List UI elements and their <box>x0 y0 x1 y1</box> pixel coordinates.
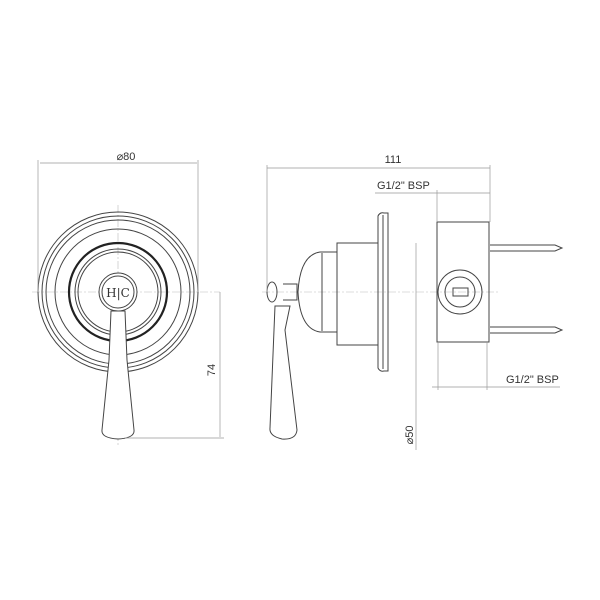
lever-handle <box>101 310 135 440</box>
inlet-port <box>437 269 483 315</box>
valve-body <box>336 242 379 346</box>
mounting-bracket <box>436 221 490 343</box>
body-diameter-label: ⌀50 <box>404 426 416 445</box>
hub-inner <box>101 275 135 309</box>
wall-flange <box>377 212 389 372</box>
hub-marking: H|C <box>106 286 130 300</box>
inlet-port-inner <box>444 276 476 308</box>
side-view: 111 G1/2" BSP G1/2" BSP ⌀50 <box>262 154 564 450</box>
mounting-pin-top <box>490 244 564 252</box>
mounting-pin-bottom <box>490 326 564 334</box>
length-label: 111 <box>385 154 402 166</box>
lever-handle-side <box>269 305 298 440</box>
diameter-label: ⌀80 <box>117 151 136 163</box>
inlet-bottom-label: G1/2" BSP <box>506 374 559 386</box>
lever-stem <box>283 283 298 301</box>
inlet-top-label: G1/2" BSP <box>377 180 430 192</box>
dome-cover <box>297 251 337 333</box>
height-label: 74 <box>206 364 218 376</box>
port-slot <box>452 287 469 297</box>
front-view: H|C ⌀80 74 <box>32 151 224 445</box>
